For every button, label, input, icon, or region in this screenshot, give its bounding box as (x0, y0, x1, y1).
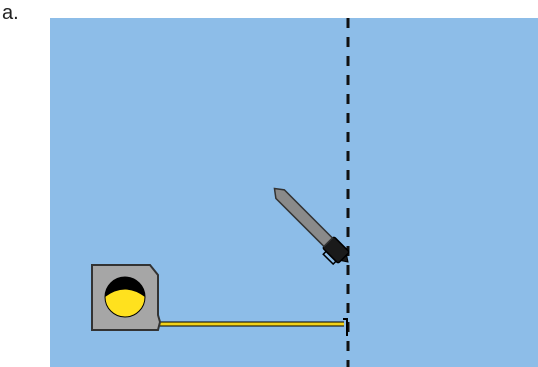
diagram-canvas (0, 0, 538, 367)
